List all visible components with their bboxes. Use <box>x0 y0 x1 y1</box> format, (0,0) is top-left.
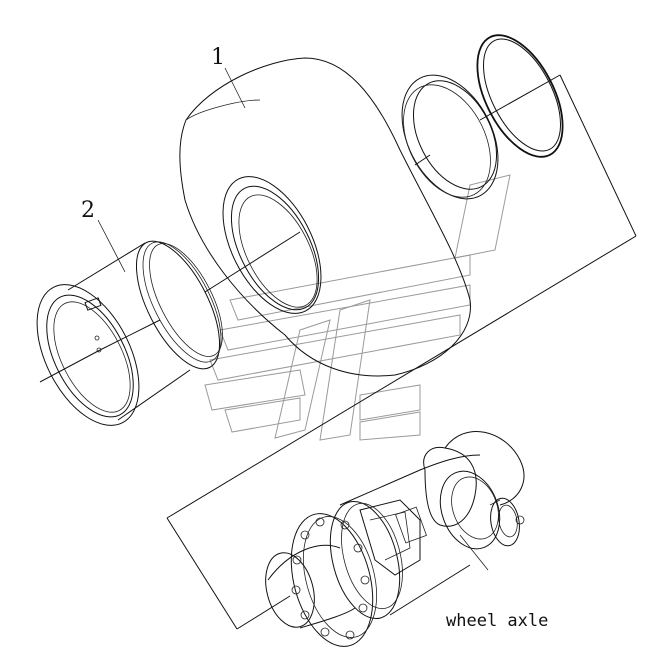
hub-bolts <box>291 517 370 640</box>
leader-line-part-2 <box>97 219 126 273</box>
o-ring <box>476 34 564 158</box>
watermark-logo <box>204 174 511 441</box>
callout-label-part-2: 2 <box>81 198 95 223</box>
callout-label-part-1: 1 <box>211 45 225 70</box>
wheel-axle-caption: wheel axle <box>446 611 548 631</box>
leader-line-part-1 <box>224 67 246 109</box>
rim-part-2 <box>36 240 223 426</box>
wheel-axle-assembly <box>265 431 525 647</box>
tire-part-1 <box>179 57 471 377</box>
assembly-center-line <box>39 74 637 630</box>
leader-line-axle <box>459 534 489 571</box>
lock-ring <box>401 74 499 200</box>
